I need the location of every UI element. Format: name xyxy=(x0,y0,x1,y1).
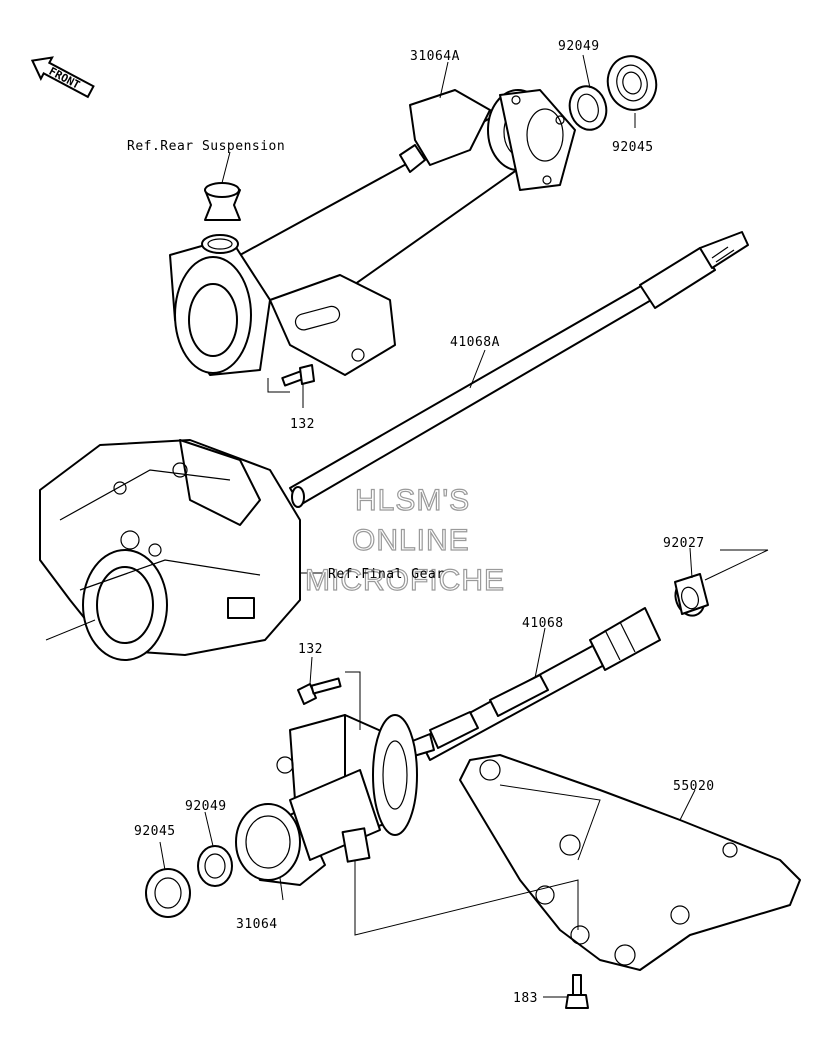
ball-bearing-top xyxy=(606,55,658,111)
watermark-line1: HLSM'S xyxy=(355,484,470,517)
label-31064A: 31064A xyxy=(410,49,460,64)
label-132-top: 132 xyxy=(290,417,315,432)
label-55020: 55020 xyxy=(673,779,715,794)
axle-housing-lower xyxy=(235,714,418,886)
label-132-mid: 132 xyxy=(298,642,323,657)
label-92049-bottom: 92049 xyxy=(185,799,227,814)
ref-rear-suspension: Ref.Rear Suspension xyxy=(127,139,285,154)
bolt-top xyxy=(281,364,315,387)
bolt-mid xyxy=(297,677,342,705)
label-92045-bottom: 92045 xyxy=(134,824,176,839)
collar-92027 xyxy=(674,573,709,617)
rubber-bushing xyxy=(204,182,241,221)
final-gear-case xyxy=(39,439,301,661)
watermark-line3: MICROFICHE xyxy=(305,564,505,597)
front-label: FRONT xyxy=(47,65,83,92)
drive-shaft-short xyxy=(409,607,661,761)
label-41068: 41068 xyxy=(522,616,564,631)
axle-housing-upper xyxy=(169,89,576,376)
drive-shaft-long xyxy=(289,231,749,508)
ref-final-gear: Ref.Final Gear xyxy=(328,567,445,582)
watermark: HLSM'S ONLINE MICROFICHE xyxy=(304,483,505,597)
label-92049-top: 92049 xyxy=(558,39,600,54)
oil-seal-bottom xyxy=(197,845,233,887)
label-92027: 92027 xyxy=(663,536,705,551)
watermark-line2: ONLINE xyxy=(352,524,470,557)
front-arrow-icon: FRONT xyxy=(30,56,95,99)
leader-lines xyxy=(45,54,769,998)
skid-plate xyxy=(459,754,801,971)
ball-bearing-bottom xyxy=(145,868,191,918)
label-92045-top: 92045 xyxy=(612,140,654,155)
oil-seal-top xyxy=(568,85,608,131)
label-31064: 31064 xyxy=(236,917,278,932)
label-41068A: 41068A xyxy=(450,335,500,350)
label-183: 183 xyxy=(513,991,538,1006)
bolt-183 xyxy=(565,974,589,1009)
